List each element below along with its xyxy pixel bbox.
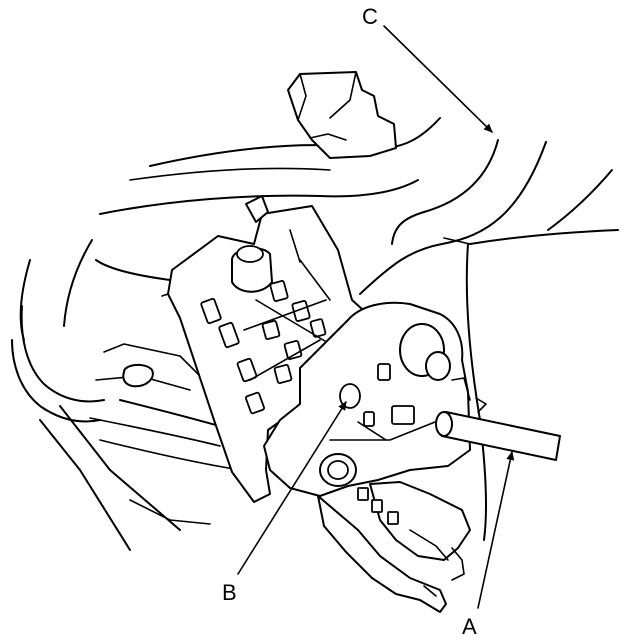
hose-clip xyxy=(287,71,397,159)
callout-a-leader xyxy=(477,451,515,609)
hose-c xyxy=(359,139,547,295)
callout-c-label: C xyxy=(362,4,378,29)
callout-leaders xyxy=(237,25,515,609)
callout-a-label: A xyxy=(462,614,477,639)
rod-a xyxy=(435,397,561,461)
body-panel xyxy=(443,169,619,541)
callout-c-leader xyxy=(383,25,493,133)
callout-b-leader xyxy=(237,401,347,575)
lever-plate xyxy=(263,301,471,497)
harness-connector xyxy=(317,481,471,613)
left-frame xyxy=(11,239,241,551)
callout-b-label: B xyxy=(222,580,237,605)
